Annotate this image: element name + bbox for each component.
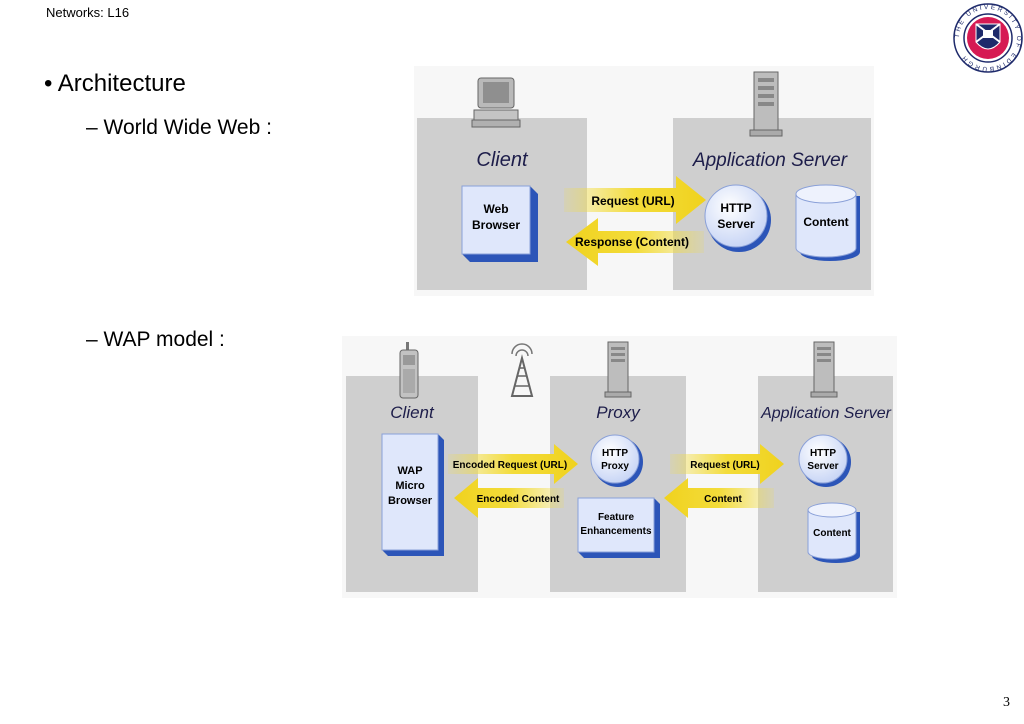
mobile-phone-icon: [399, 342, 419, 399]
university-logo: THE UNIVERSITY OF EDINBURGH: [952, 2, 1024, 74]
wap-micro-browser-box: WAP Micro Browser: [381, 433, 444, 556]
content-cylinder: Content: [795, 184, 860, 261]
wap-http-server-circle: HTTP Server: [798, 434, 851, 487]
encoded-content-arrow: Encoded Content: [454, 478, 564, 518]
encoded-request-arrow: Encoded Request (URL): [448, 444, 578, 484]
content-label: Content: [803, 215, 848, 229]
encoded-content-label: Encoded Content: [477, 494, 560, 505]
http-proxy-label-1: HTTP: [602, 448, 628, 459]
course-header: Networks: L16: [46, 5, 130, 20]
bullet-text: Architecture: [57, 70, 186, 97]
wap-request-arrow: Request (URL): [670, 444, 784, 484]
request-arrow: Request (URL): [564, 176, 706, 224]
app-server-tower-icon: [810, 341, 838, 398]
wap-http-server-label-1: HTTP: [810, 448, 836, 459]
www-client-title: Client: [476, 149, 529, 171]
response-label: Response (Content): [575, 235, 689, 249]
http-proxy-circle: HTTP Proxy: [590, 434, 643, 487]
wap-diagram: Client Proxy Application Server WAP Micr…: [342, 336, 897, 598]
wap-content-cylinder: Content: [807, 502, 860, 563]
wap-client-title: Client: [390, 403, 435, 422]
page-number: 3: [1003, 695, 1010, 710]
web-browser-label-1: Web: [483, 202, 508, 216]
feature-label-1: Feature: [598, 512, 635, 523]
http-server-label-2: Server: [717, 217, 755, 231]
www-diagram: Client Application Server Web Browser Re…: [414, 66, 874, 296]
feature-label-2: Enhancements: [580, 526, 652, 537]
wap-request-label: Request (URL): [690, 460, 759, 471]
wap-server-title: Application Server: [760, 405, 892, 422]
wap-content-arrow: Content: [664, 478, 774, 518]
http-server-circle: HTTP Server: [704, 184, 771, 252]
request-label: Request (URL): [591, 194, 674, 208]
web-browser-box: Web Browser: [461, 185, 538, 262]
computer-icon: [471, 77, 521, 128]
www-server-title: Application Server: [692, 150, 848, 171]
wap-content-cyl-label: Content: [813, 528, 851, 539]
http-server-label-1: HTTP: [720, 201, 751, 215]
antenna-tower-icon: [510, 343, 534, 397]
architecture-bullet: • Architecture: [44, 70, 186, 97]
server-tower-icon: [749, 71, 783, 137]
wap-proxy-title: Proxy: [596, 403, 641, 422]
wap-content-label: Content: [704, 494, 742, 505]
http-proxy-label-2: Proxy: [601, 461, 629, 472]
wap-browser-label-2: Micro: [395, 480, 425, 492]
wap-browser-label-3: Browser: [388, 495, 433, 507]
wap-browser-label-1: WAP: [397, 465, 422, 477]
wap-subheading: – WAP model :: [86, 328, 225, 351]
feature-enhancements-box: Feature Enhancements: [577, 497, 660, 558]
encoded-request-label: Encoded Request (URL): [453, 460, 567, 471]
wap-http-server-label-2: Server: [807, 461, 838, 472]
web-browser-label-2: Browser: [472, 218, 520, 232]
www-subheading: – World Wide Web :: [86, 116, 272, 139]
proxy-tower-icon: [604, 341, 632, 398]
response-arrow: Response (Content): [566, 218, 704, 266]
